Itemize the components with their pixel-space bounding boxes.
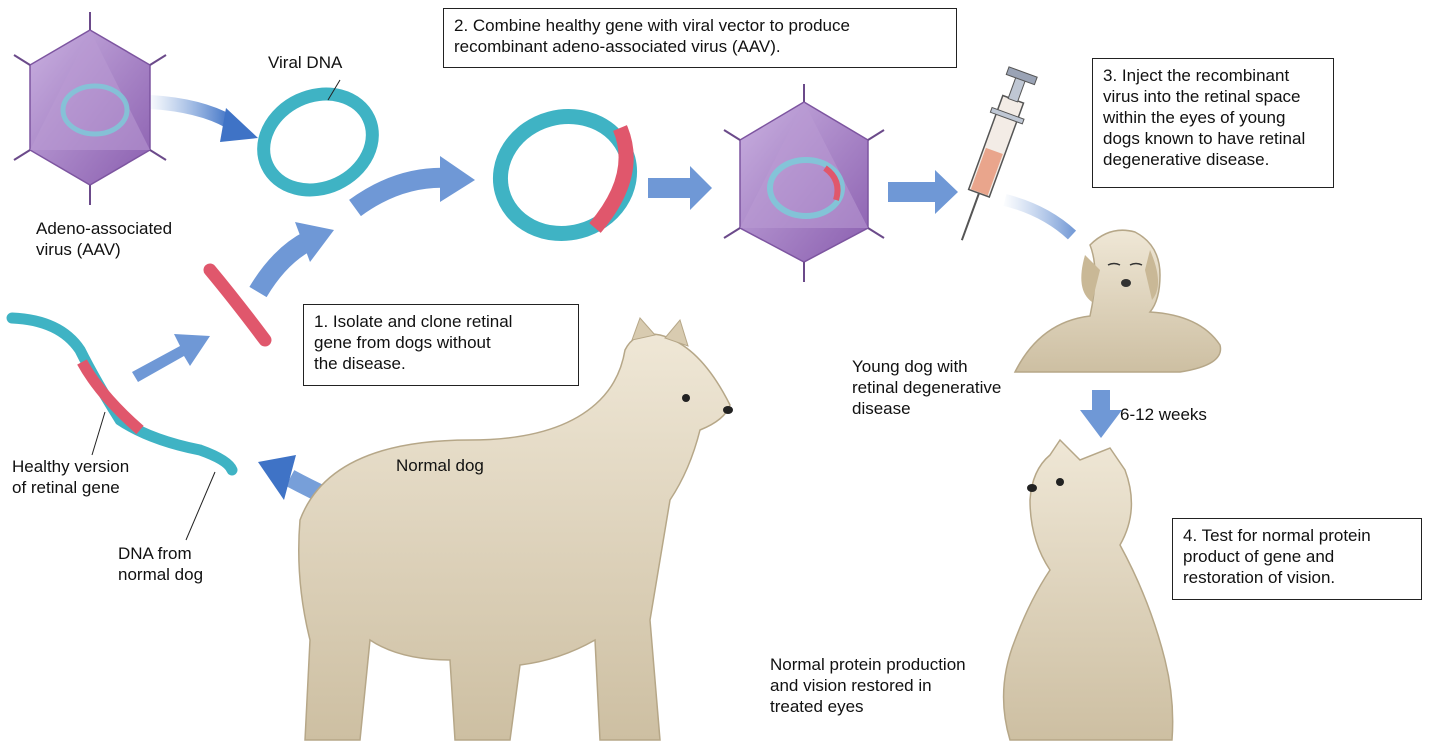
dna-normal-dog-label: DNA from normal dog bbox=[118, 543, 203, 585]
normal-dog-label: Normal dog bbox=[396, 455, 484, 476]
aav-virus-left bbox=[14, 12, 166, 205]
arrow-strand-to-gene bbox=[132, 334, 210, 382]
healthy-gene-pointer bbox=[92, 412, 105, 455]
arrow-down-weeks bbox=[1080, 390, 1122, 438]
restored-puppy-illustration bbox=[1004, 440, 1173, 740]
young-dog-label: Young dog with retinal degenerative dise… bbox=[852, 356, 1001, 419]
arrow-gene-to-ring bbox=[258, 240, 310, 292]
healthy-gene-label: Healthy version of retinal gene bbox=[12, 456, 129, 498]
arrow-virus-to-dna bbox=[150, 102, 230, 122]
viral-dna-label: Viral DNA bbox=[268, 52, 342, 73]
dna-normal-dog-pointer bbox=[186, 472, 215, 540]
arrow-to-recombinant bbox=[355, 178, 450, 208]
step-4-box: 4. Test for normal protein product of ge… bbox=[1172, 518, 1422, 600]
arrow-virus-to-dna-head bbox=[220, 108, 258, 142]
arrow-virus-to-syringe bbox=[888, 170, 958, 214]
viral-dna-ring bbox=[248, 77, 388, 208]
recombinant-aav-virus bbox=[724, 84, 884, 282]
step-2-box: 2. Combine healthy gene with viral vecto… bbox=[443, 8, 957, 68]
arrow-to-recombinant-head bbox=[440, 156, 475, 202]
aav-label: Adeno-associated virus (AAV) bbox=[36, 218, 172, 260]
young-puppy-illustration bbox=[1015, 230, 1221, 372]
syringe bbox=[946, 66, 1039, 246]
arrow-syringe-to-puppy bbox=[1005, 200, 1072, 235]
recombinant-dna-ring bbox=[487, 102, 643, 248]
arrow-ring-to-virus bbox=[648, 166, 712, 210]
weeks-label: 6-12 weeks bbox=[1120, 404, 1207, 425]
step-3-box: 3. Inject the recombinant virus into the… bbox=[1092, 58, 1334, 188]
step-1-box: 1. Isolate and clone retinal gene from d… bbox=[303, 304, 579, 386]
restored-label: Normal protein production and vision res… bbox=[770, 654, 966, 717]
